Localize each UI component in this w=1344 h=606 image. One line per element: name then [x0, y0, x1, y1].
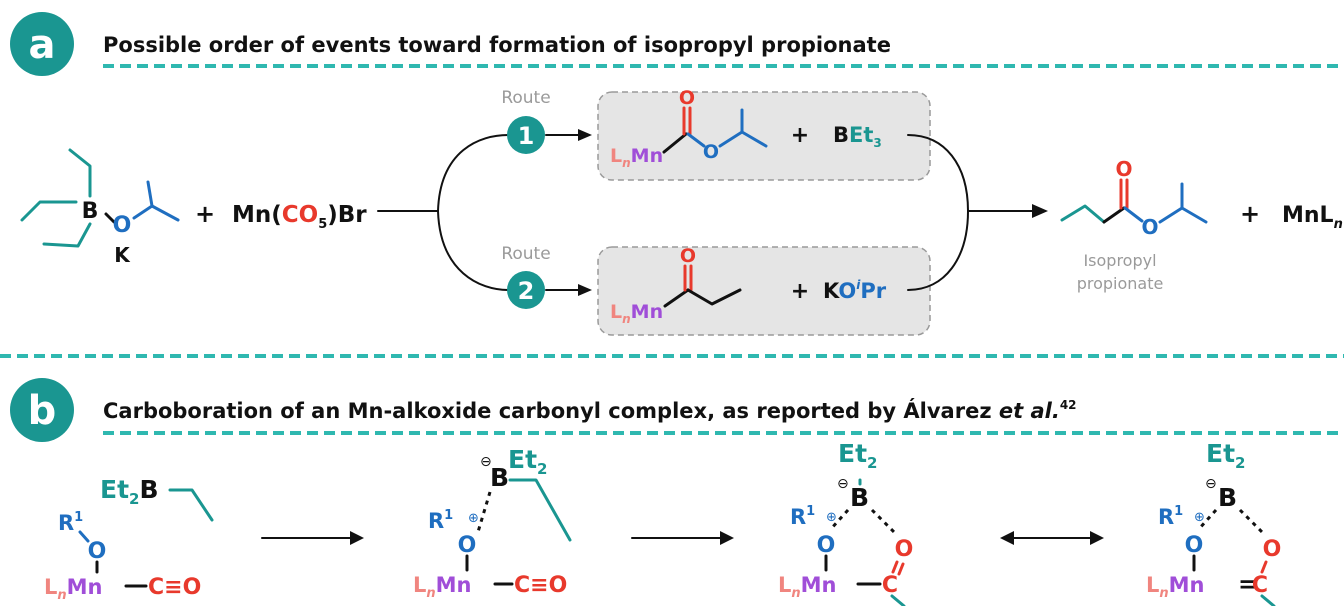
s4-lnmn: LnMn [1146, 573, 1205, 601]
structure-3: Et2 ⊖ B R1 ⊕ O O LnMn C [778, 439, 913, 606]
route-2-plus: + [791, 279, 809, 304]
s3-b: B [850, 483, 869, 512]
route-2: Route 2 LnMn O + KOiPr [501, 244, 931, 336]
panel-b: b Carboboration of an Mn-alkoxide carbon… [10, 378, 1344, 606]
s4-double-bond: = [1238, 570, 1258, 598]
mn-complex: Mn(CO5)Br [232, 202, 367, 232]
panel-a-badge-letter: a [29, 22, 56, 68]
split-arrow [377, 134, 509, 291]
s2-plus: ⊕ [468, 511, 479, 526]
s3-minus: ⊖ [837, 476, 849, 492]
resonance-arrow [1000, 531, 1104, 545]
s4-r1: R1 [1158, 504, 1183, 529]
route-2-number: 2 [518, 277, 535, 305]
s4-minus: ⊖ [1205, 476, 1217, 492]
s2-o: O [458, 533, 477, 558]
route-1-carbonyl-o: O [679, 87, 695, 109]
route-2-box [597, 246, 931, 336]
route-2-badge [507, 271, 545, 309]
panel-a-badge: a [10, 12, 74, 76]
product-ester-o: O [1141, 215, 1158, 239]
route-1-ester-o: O [703, 141, 719, 163]
s3-et2: Et2 [838, 439, 877, 472]
product-name-line2: propionate [1077, 274, 1164, 293]
s3-o-ring: O [895, 537, 914, 562]
plus-sign-1: + [195, 200, 215, 228]
panel-b-title: Carboboration of an Mn-alkoxide carbonyl… [103, 398, 1077, 423]
route-2-koipr: KOiPr [823, 278, 887, 303]
s4-c: C [1252, 573, 1268, 598]
s4-plus: ⊕ [1194, 510, 1205, 525]
structure-4: Et2 ⊖ B R1 ⊕ O O LnMn = C [1146, 439, 1281, 606]
route-1-label: Route [501, 88, 550, 108]
route-2-label: Route [501, 244, 550, 264]
panel-b-badge-letter: b [28, 388, 57, 434]
route-2-lnmn: LnMn [610, 301, 663, 326]
borate-o-atom: O [113, 213, 132, 238]
merge-arrow [907, 134, 1048, 291]
s4-et2: Et2 [1206, 439, 1245, 472]
product-isopropyl-propionate: O O Isopropyl propionate + MnLn [1060, 157, 1343, 293]
s2-et2: Et2 [508, 445, 547, 478]
route-1-number: 1 [518, 122, 535, 150]
s3-c: C [882, 573, 898, 598]
product-carbonyl-o: O [1115, 157, 1132, 181]
s1-et2b: Et2B [100, 475, 159, 508]
s3-lnmn: LnMn [778, 573, 837, 601]
route-1-badge [507, 116, 545, 154]
product-name-line1: Isopropyl [1083, 251, 1156, 270]
s1-r1: R1 [58, 510, 83, 535]
structure-2: ⊖ B Et2 R1 ⊕ O LnMn C≡O [413, 445, 572, 601]
s2-lnmn: LnMn [413, 573, 472, 601]
reactant-borate: B O K [20, 148, 180, 267]
borate-b-atom: B [82, 199, 99, 224]
route-1-box [597, 91, 931, 181]
s3-o: O [817, 533, 836, 558]
product-plus: + [1240, 200, 1260, 228]
panel-b-badge: b [10, 378, 74, 442]
s2-b: B [490, 463, 509, 492]
route-1-plus: + [791, 123, 809, 148]
s3-r1: R1 [790, 504, 815, 529]
s1-lnmn: LnMn [44, 575, 103, 603]
route-1-bet3: BEt3 [833, 123, 882, 150]
s2-r1: R1 [428, 508, 453, 533]
s4-b: B [1218, 483, 1237, 512]
s4-o-ring: O [1263, 537, 1282, 562]
route-2-carbonyl-o: O [680, 245, 696, 267]
s2-minus: ⊖ [480, 454, 492, 470]
s1-o: O [88, 539, 107, 564]
panel-a-title: Possible order of events toward formatio… [103, 33, 891, 57]
borate-k-atom: K [114, 243, 131, 267]
route-1: Route 1 LnMn O O + BEt3 [501, 87, 931, 181]
s2-co: C≡O [514, 573, 567, 598]
route-1-lnmn: LnMn [610, 145, 663, 170]
panel-a: a Possible order of events toward format… [10, 12, 1344, 336]
product-mnln: MnLn [1282, 203, 1343, 232]
s4-o: O [1185, 533, 1204, 558]
structure-1: Et2B R1 O LnMn C≡O [44, 475, 214, 603]
s1-co: C≡O [148, 575, 201, 600]
s3-plus: ⊕ [826, 510, 837, 525]
